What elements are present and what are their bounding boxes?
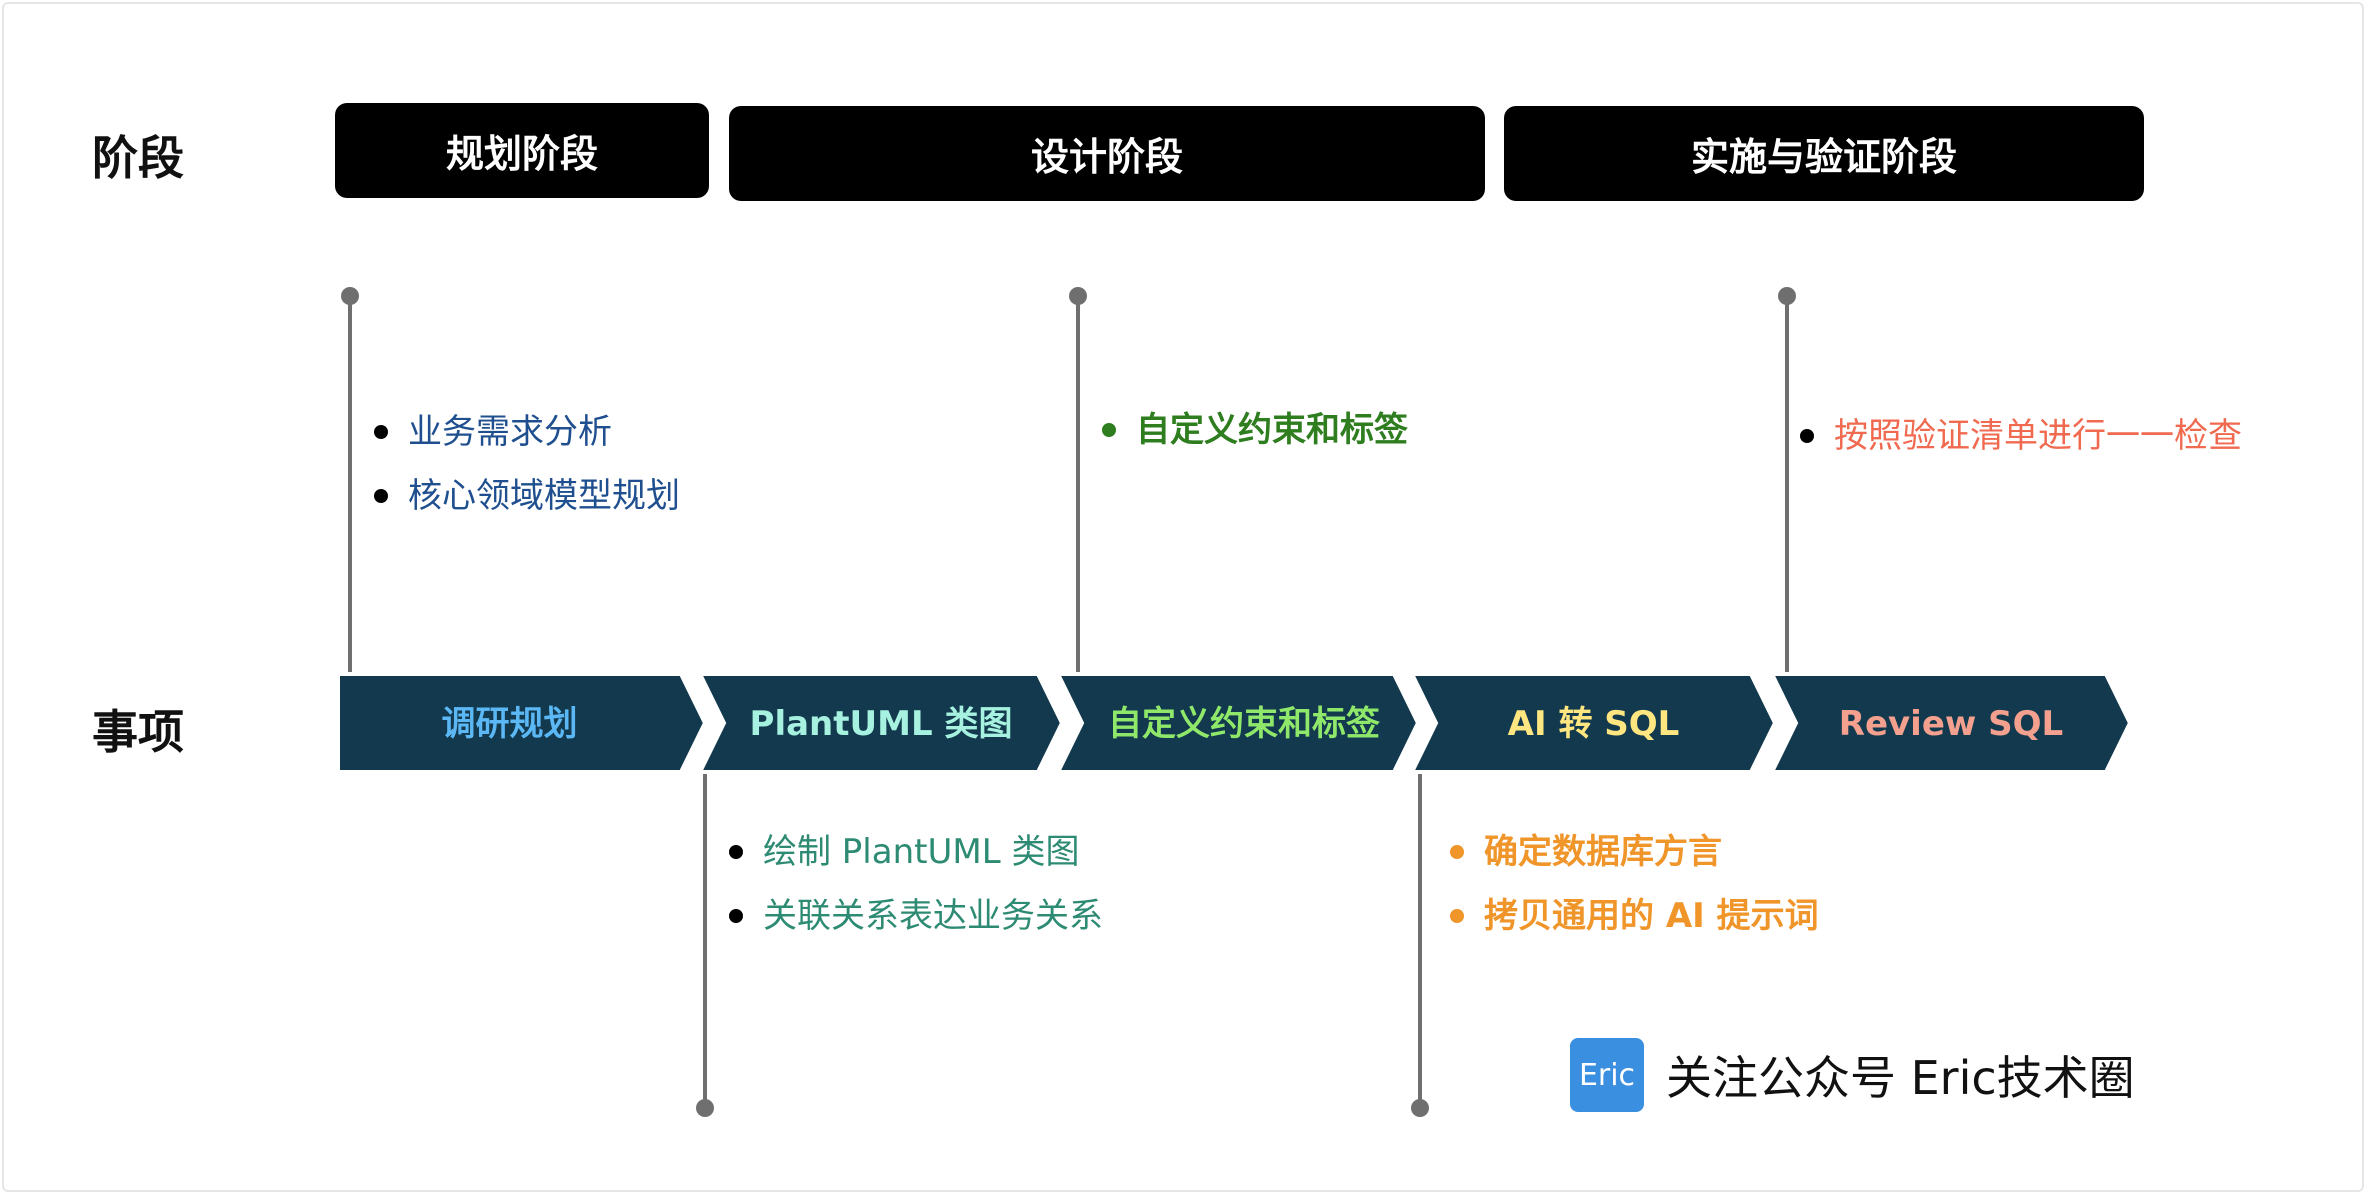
note-item: 业务需求分析 <box>374 400 680 464</box>
step-label-research: 调研规划 <box>442 704 578 744</box>
step-arrow-ai-sql <box>1408 672 1778 774</box>
phase-planning: 规划阶段 <box>335 103 709 198</box>
connector-plantuml <box>703 772 707 1107</box>
bullet <box>1800 429 1814 443</box>
notes-review: 按照验证清单进行一一检查 <box>1800 404 2242 468</box>
step-label-review-sql: Review SQL <box>1839 704 2063 744</box>
notes-plantuml: 绘制 PlantUML 类图 关联关系表达业务关系 <box>729 820 1103 948</box>
connector-constraint <box>1076 296 1080 672</box>
bullet <box>374 425 388 439</box>
note-item: 核心领域模型规划 <box>374 464 680 528</box>
note-item: 自定义约束和标签 <box>1102 398 1408 462</box>
connector-dot-plantuml <box>696 1099 714 1117</box>
bullet <box>374 489 388 503</box>
connector-review <box>1785 296 1789 672</box>
row-label-items: 事项 <box>92 705 184 759</box>
brand-logo: Eric <box>1570 1038 1644 1112</box>
connector-dot-review <box>1778 287 1796 305</box>
notes-ai: 确定数据库方言 拷贝通用的 AI 提示词 <box>1450 820 1819 948</box>
note-item: 按照验证清单进行一一检查 <box>1800 404 2242 468</box>
phase-design: 设计阶段 <box>729 106 1485 201</box>
connector-dot-plan <box>341 287 359 305</box>
note-item: 拷贝通用的 AI 提示词 <box>1450 884 1819 948</box>
step-arrow-plantuml <box>696 672 1065 774</box>
bullet <box>1102 423 1116 437</box>
connector-dot-ai <box>1411 1099 1429 1117</box>
note-item: 确定数据库方言 <box>1450 820 1819 884</box>
step-arrow-research <box>336 672 708 774</box>
notes-constraint: 自定义约束和标签 <box>1102 398 1408 462</box>
row-label-phase: 阶段 <box>92 131 184 185</box>
connector-dot-constraint <box>1069 287 1087 305</box>
step-label-ai-sql: AI 转 SQL <box>1508 704 1680 744</box>
bullet <box>1450 909 1464 923</box>
step-arrow-review-sql <box>1768 672 2133 774</box>
connector-ai <box>1418 772 1422 1107</box>
connector-plan <box>348 296 352 672</box>
brand-text: 关注公众号 Eric技术圈 <box>1666 1051 2135 1105</box>
notes-plan: 业务需求分析 核心领域模型规划 <box>374 400 680 528</box>
bullet <box>729 909 743 923</box>
bullet <box>729 845 743 859</box>
note-item: 绘制 PlantUML 类图 <box>729 820 1103 884</box>
step-label-constraint: 自定义约束和标签 <box>1108 704 1380 744</box>
brand-footer: Eric 关注公众号 Eric技术圈 <box>1570 1038 2135 1112</box>
bullet <box>1450 845 1464 859</box>
note-item: 关联关系表达业务关系 <box>729 884 1103 948</box>
step-arrow-constraint <box>1054 672 1421 774</box>
phase-implementation: 实施与验证阶段 <box>1504 106 2144 201</box>
step-label-plantuml: PlantUML 类图 <box>750 704 1013 744</box>
